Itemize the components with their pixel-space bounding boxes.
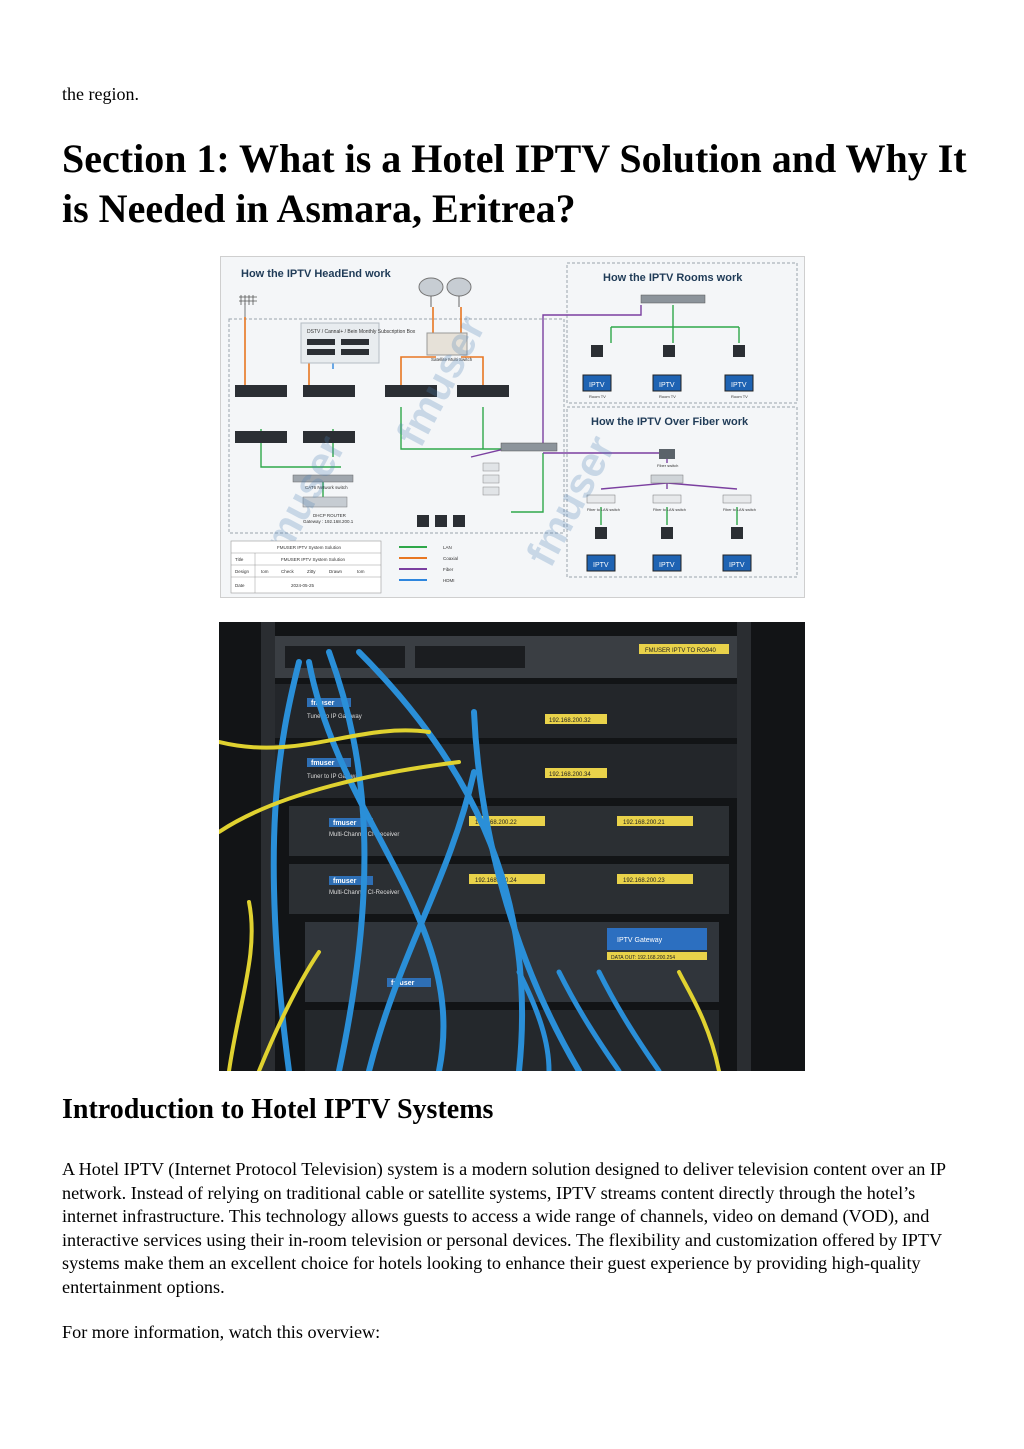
ip-tag: 192.168.200.21 (623, 820, 665, 826)
subheading: Introduction to Hotel IPTV Systems (62, 1094, 494, 1125)
ip-tag: 192.168.200.23 (623, 878, 665, 884)
brand-logo: fmuser (311, 700, 335, 707)
lead-text: the region. (62, 84, 139, 104)
room-tv-label: Room TV (731, 394, 748, 399)
ip-tag: 192.168.200.22 (475, 820, 517, 826)
iptv-system-diagram: How the IPTV HeadEnd work How the IPTV R… (220, 256, 805, 598)
closing-line: For more information, watch this overvie… (62, 1322, 381, 1342)
iptv-tv-label: IPTV (731, 382, 747, 389)
network-switch-label: CAT6 Network switch (305, 485, 348, 490)
table-date-value: 2024-05-25 (291, 583, 315, 588)
rack-photo: FMUSER IPTV TO RO940 fmuser Tuner to IP … (219, 622, 805, 1071)
table-drawn: Drawn (329, 569, 343, 574)
brand-logo: fmuser (333, 820, 357, 827)
iptv-tv-label: IPTV (659, 562, 675, 569)
fiber-switch-label: Fiber switch (657, 463, 678, 468)
tuner-label: Tuner to IP Gateway (307, 714, 362, 720)
fiber-title: How the IPTV Over Fiber work (591, 416, 749, 428)
title-block: FMUSER IPTV System Solution Title FMUSER… (230, 540, 382, 594)
gateway-label: IPTV Gateway (617, 937, 663, 944)
router-gateway: Gateway : 192.168.200.1 (303, 519, 354, 524)
tuner-label: Tuner to IP Gateway (307, 774, 362, 780)
iptv-tv-label: IPTV (659, 382, 675, 389)
brand-logo: fmuser (391, 980, 415, 987)
headend-title: How the IPTV HeadEnd work (241, 268, 392, 280)
iptv-tv-label: IPTV (729, 562, 745, 569)
router-label: DHCP ROUTER (313, 513, 347, 518)
room-tv-label: Room TV (659, 394, 676, 399)
iptv-tv-label: IPTV (589, 382, 605, 389)
table-check-by: Zitty (307, 569, 316, 574)
table-date-label: Date (235, 583, 245, 588)
ip-tag: 192.168.200.24 (475, 878, 517, 884)
top-device-tag: FMUSER IPTV TO RO940 (645, 648, 716, 654)
legend-label: Coaxial (443, 556, 458, 561)
fiber-to-lan-label: Fiber to LAN switch (587, 508, 620, 512)
legend-label: Fiber (443, 567, 454, 572)
intro-paragraph: A Hotel IPTV (Internet Protocol Televisi… (62, 1159, 946, 1297)
table-design-by: tom (261, 569, 269, 574)
table-check: Check (281, 569, 295, 574)
brand-logo: fmuser (311, 760, 335, 767)
table-drawn-by: tom (357, 569, 365, 574)
rooms-title: How the IPTV Rooms work (603, 272, 743, 284)
fiber-to-lan-label: Fiber to LAN switch (723, 508, 756, 512)
ip-tag: 192.168.200.32 (549, 718, 591, 724)
table-title-label: Title (235, 557, 244, 562)
multiswitch-label: Satellite Multi Switch (431, 357, 473, 362)
brand-logo: fmuser (333, 878, 357, 885)
system-title: FMUSER IPTV System Solution (277, 545, 342, 550)
room-tv-label: Room TV (589, 394, 606, 399)
iptv-tv-label: IPTV (593, 562, 609, 569)
legend-label: LAN (443, 545, 452, 550)
antenna-icon (239, 295, 257, 387)
section-title: Section 1: What is a Hotel IPTV Solution… (62, 136, 967, 231)
fiber-to-lan-label: Fiber to LAN switch (653, 508, 686, 512)
satellite-dish-icon (418, 277, 472, 307)
subscription-label: DSTV / Cannal+ / Bein Monthly Subscripti… (307, 329, 416, 335)
table-design: Design (235, 569, 250, 574)
ip-tag: 192.168.200.34 (549, 772, 591, 778)
legend-label: HDMI (443, 578, 455, 583)
ip-tag: DATA OUT: 192.168.200.254 (611, 955, 675, 961)
table-title-value: FMUSER IPTV System Solution (281, 557, 346, 562)
